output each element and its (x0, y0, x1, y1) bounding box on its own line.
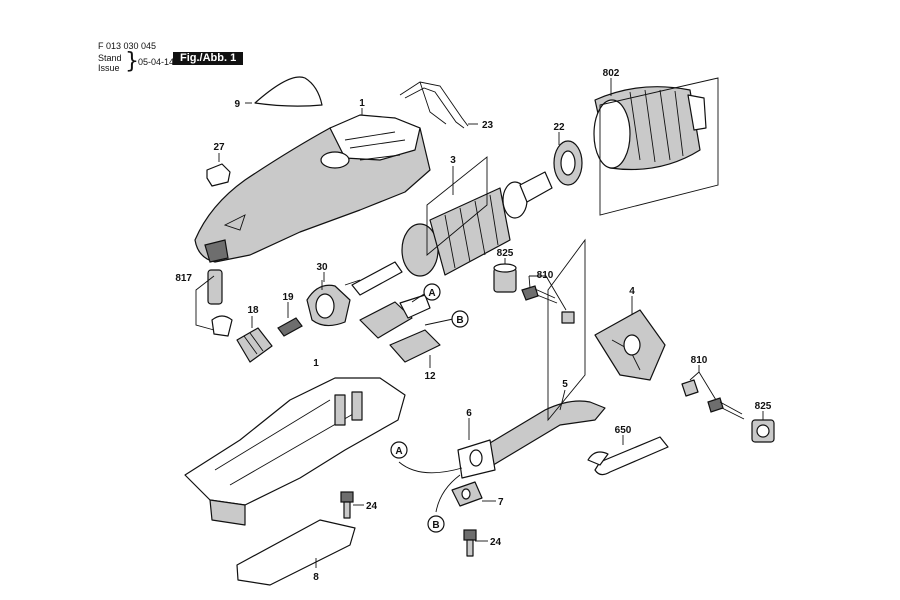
part-1-lower-housing (184, 377, 406, 526)
wire-to-b (435, 474, 461, 513)
part-7-cord-clamp (451, 481, 483, 507)
part-18-threaded-sleeve (236, 327, 273, 363)
label-part-810-bottom: 810 (691, 355, 708, 366)
callout-a-top: A (428, 288, 435, 299)
part-5-power-cord (469, 400, 606, 471)
part-19-collet (277, 317, 303, 337)
label-part-12: 12 (424, 371, 436, 382)
issue-label: Issue (98, 63, 120, 73)
part-22-bearing (553, 140, 583, 186)
callout-b-bottom: B (432, 520, 439, 531)
label-part-1-bottom: 1 (313, 358, 319, 369)
label-part-7: 7 (498, 497, 504, 508)
part-810-screw-top (521, 285, 575, 324)
label-part-3: 3 (450, 155, 456, 166)
part-30-collet-nut (306, 284, 351, 327)
callout-leaders (218, 78, 764, 568)
label-part-23: 23 (482, 120, 494, 131)
callout-a-bottom: A (395, 446, 402, 457)
part-825-sleeve-top (493, 263, 517, 293)
part-802-field-coil (593, 86, 707, 171)
part-3-armature (351, 171, 553, 296)
label-part-825-bottom: 825 (755, 401, 772, 412)
label-part-19: 19 (282, 292, 294, 303)
brace-glyph: } (125, 49, 139, 74)
label-part-18: 18 (247, 305, 259, 316)
label-part-8: 8 (313, 572, 319, 583)
part-817-carbon-brush (207, 269, 233, 337)
part-650-wrench (587, 436, 669, 476)
label-part-30: 30 (316, 262, 328, 273)
assembly-lines (195, 77, 719, 422)
part-24-screw-left (340, 491, 354, 519)
part-6-strain-relief (457, 439, 496, 479)
part-12-brush-holder (359, 294, 441, 363)
label-part-27: 27 (213, 142, 225, 153)
label-part-817: 817 (175, 273, 192, 284)
part-1-upper-housing (194, 114, 431, 263)
part-24-screw-right (463, 529, 477, 557)
stand-label: Stand (98, 53, 122, 63)
part-8-cover-plate (236, 519, 356, 586)
label-part-4: 4 (629, 286, 635, 297)
label-part-650: 650 (615, 425, 632, 436)
callout-b-top: B (456, 315, 463, 326)
label-part-810-top: 810 (537, 270, 554, 281)
part-23-wire-clip (399, 81, 469, 129)
issue-date: 05-04-14 (138, 57, 175, 67)
part-810-screw-bottom (681, 379, 745, 420)
wire-to-a (398, 461, 463, 474)
label-part-802: 802 (603, 68, 620, 79)
label-part-9: 9 (234, 99, 240, 110)
figure-label: Fig./Abb. 1 (173, 52, 244, 65)
part-4-end-cap (594, 309, 666, 381)
label-part-1-top: 1 (359, 98, 365, 109)
label-part-825-top: 825 (497, 248, 514, 259)
callout-circles (390, 283, 469, 533)
drawing-number: F 013 030 045 (98, 41, 157, 51)
part-27-switch-cap (206, 163, 231, 187)
label-part-6: 6 (466, 408, 472, 419)
label-part-22: 22 (553, 122, 565, 133)
label-part-5: 5 (562, 379, 568, 390)
label-part-24-left: 24 (366, 501, 378, 512)
part-9-nose-cap (254, 76, 323, 107)
part-825-sleeve-bottom (751, 419, 775, 443)
label-part-24-right: 24 (490, 537, 502, 548)
